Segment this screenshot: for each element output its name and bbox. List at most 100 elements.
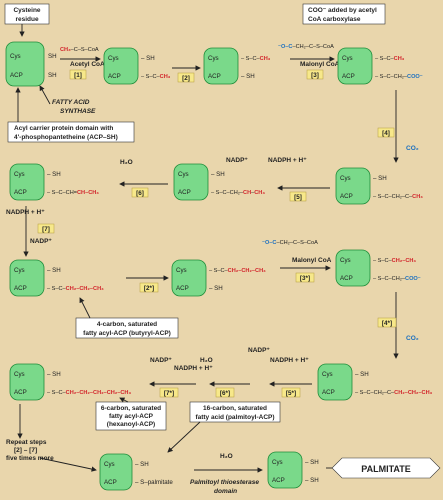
svg-text:– S–C–CH₂–CH₂–CH₃: – S–C–CH₂–CH₂–CH₃: [209, 268, 266, 274]
repeat-text-3: five times more: [6, 455, 54, 462]
h2o-label-3: H₂O: [220, 453, 233, 460]
malonyl-coa-structure-2: ⁻O–C–CH₂–C–S–CoA: [262, 240, 318, 246]
svg-text:[2]: [2]: [182, 75, 190, 82]
svg-text:Cys: Cys: [342, 55, 353, 62]
nadph-label-2: NADPH + H⁺: [6, 209, 45, 216]
svg-text:– S–C–CH₂–CH₂–CH₂–CH₂–CH₃: – S–C–CH₂–CH₂–CH₂–CH₂–CH₃: [47, 390, 131, 396]
svg-text:Cys: Cys: [14, 267, 25, 274]
nadph-label-3: NADPH + H⁺: [270, 357, 309, 364]
thioesterase-text-1: Palmitoyl thioesterase: [190, 479, 259, 486]
nadp-label-2: NADP⁺: [30, 238, 52, 245]
svg-text:– S–C–CH₂–CH₃: – S–C–CH₂–CH₃: [373, 258, 416, 264]
svg-text:– S–C–CH₂–COO⁻: – S–C–CH₂–COO⁻: [375, 74, 423, 80]
svg-text:[1]: [1]: [74, 72, 82, 79]
nadph-label-4: NADPH + H⁺: [174, 365, 213, 372]
svg-text:– S–C–CH₃: – S–C–CH₃: [141, 74, 171, 80]
cysteine-text-2: residue: [15, 16, 39, 23]
hexanoyl-text-2: fatty acyl-ACP: [109, 413, 154, 420]
svg-text:– SH: – SH: [141, 55, 155, 62]
svg-text:Cys: Cys: [108, 55, 119, 62]
enzyme-complex-10: Cys ACP – S–C–CH₂–CH₃ – S–C–CH₂–COO⁻: [335, 249, 421, 287]
svg-text:ACP: ACP: [104, 479, 117, 486]
coo-callout: [302, 3, 386, 25]
enzyme-complex-9: Cys ACP – S–C–CH₂–CH₂–CH₃ – SH: [171, 259, 266, 297]
svg-text:[3*]: [3*]: [300, 275, 310, 282]
hexanoyl-text-3: (hexanoyl-ACP): [107, 421, 155, 428]
enzyme-complex-6: Cys ACP – SH – S–C–CH₂–CH–CH₃: [173, 163, 265, 201]
svg-text:– SH: – SH: [241, 73, 255, 80]
svg-text:– SH: – SH: [47, 371, 61, 378]
svg-text:– S–C–CH=CH–CH₃: – S–C–CH=CH–CH₃: [47, 190, 99, 196]
step-2-badge: [177, 72, 195, 83]
svg-text:Cys: Cys: [272, 459, 283, 466]
svg-text:– SH: – SH: [305, 477, 319, 484]
svg-text:[2*]: [2*]: [144, 285, 154, 292]
svg-text:Cys: Cys: [14, 371, 25, 378]
step-3star-badge: [295, 272, 315, 283]
svg-text:– SH: – SH: [355, 371, 369, 378]
svg-text:Cys: Cys: [340, 257, 351, 264]
svg-text:ACP: ACP: [208, 73, 221, 80]
acp-text-1: Acyl carrier protein domain with: [14, 125, 113, 132]
step-6star-badge: [215, 387, 235, 398]
svg-text:ACP: ACP: [14, 285, 27, 292]
nadp-label-4: NADP⁺: [150, 357, 172, 364]
svg-text:Cys: Cys: [178, 171, 189, 178]
step-1-badge: [69, 69, 87, 80]
thioesterase-text-2: domain: [214, 488, 237, 495]
svg-text:– S–palmitate: – S–palmitate: [135, 479, 173, 486]
enzyme-complex-5: Cys ACP – SH – S–C–CH₂–C–CH₃: [335, 167, 423, 205]
palmitate-product: PALMITATE: [331, 457, 441, 479]
enzyme-complex-11: Cys ACP – SH – S–C–CH₂–C–CH₂–CH₂–CH₃: [317, 363, 433, 401]
svg-text:ACP: ACP: [108, 73, 121, 80]
svg-text:[4*]: [4*]: [382, 320, 392, 327]
butyryl-text-1: 4-carbon, saturated: [97, 321, 157, 328]
svg-text:ACP: ACP: [14, 189, 27, 196]
svg-text:[5]: [5]: [294, 194, 302, 201]
coo-text-1: COO⁻ added by acetyl: [308, 7, 377, 14]
synthase-text-1: FATTY ACID: [52, 99, 90, 106]
enzyme-complex-3: Cys ACP – S–C–CH₃ – SH: [203, 47, 271, 85]
co2-label-1: CO₂: [406, 145, 419, 152]
svg-text:Cys: Cys: [208, 55, 219, 62]
malonyl-coa-label: Malonyl CoA: [300, 61, 340, 68]
coo-text-2: CoA carboxylase: [308, 16, 361, 23]
step-4star-badge: [377, 317, 397, 328]
enzyme-complex-14: Cys ACP – SH – SH: [267, 451, 319, 489]
svg-text:ACP: ACP: [322, 389, 335, 396]
svg-text:[6*]: [6*]: [220, 390, 230, 397]
svg-text:– SH: – SH: [47, 267, 61, 274]
svg-text:[3]: [3]: [311, 72, 319, 79]
step-5-badge: [289, 191, 307, 202]
acetyl-coa-label: Acetyl CoA: [70, 61, 105, 68]
svg-text:– S–C–CH₂–C–CH₂–CH₂–CH₃: – S–C–CH₂–C–CH₂–CH₂–CH₃: [355, 390, 433, 396]
svg-text:ACP: ACP: [176, 285, 189, 292]
svg-text:Cys: Cys: [104, 461, 115, 468]
svg-text:[7]: [7]: [42, 226, 50, 233]
svg-text:ACP: ACP: [342, 73, 355, 80]
acp-text-2: 4'-phosphopantetheine (ACP–SH): [14, 134, 118, 141]
h2o-label-1: H₂O: [120, 159, 133, 166]
h2o-label-2: H₂O: [200, 357, 213, 364]
enzyme-complex-8: Cys ACP – SH – S–C–CH₂–CH₂–CH₃: [9, 259, 104, 297]
acetyl-coa-structure: CH₃–C–S–CoA: [60, 47, 99, 53]
svg-text:– SH: – SH: [209, 285, 223, 292]
malonyl-coa-label-2: Malonyl CoA: [292, 257, 332, 264]
enzyme-complex-12: Cys ACP – SH – S–C–CH₂–CH₂–CH₂–CH₂–CH₃: [9, 363, 131, 401]
nadp-label-3: NADP⁺: [248, 347, 270, 354]
butyryl-callout: [75, 317, 179, 339]
svg-text:– SH: – SH: [305, 459, 319, 466]
nadph-label-1: NADPH + H⁺: [268, 157, 307, 164]
acp-domain-callout: [7, 121, 135, 143]
svg-text:– S–C–CH₂–CH–CH₃: – S–C–CH₂–CH–CH₃: [211, 190, 265, 196]
step-4-badge: [377, 127, 395, 138]
svg-text:[5*]: [5*]: [286, 390, 296, 397]
svg-text:[4]: [4]: [382, 130, 390, 137]
repeat-text-2: [2] – [7]: [14, 447, 37, 454]
palmitoyl-callout: [189, 401, 281, 423]
svg-text:Cys: Cys: [14, 171, 25, 178]
svg-text:Cys: Cys: [340, 175, 351, 182]
enzyme-complex-13: Cys ACP – SH – S–palmitate: [99, 453, 173, 491]
svg-text:ACP: ACP: [272, 477, 285, 484]
